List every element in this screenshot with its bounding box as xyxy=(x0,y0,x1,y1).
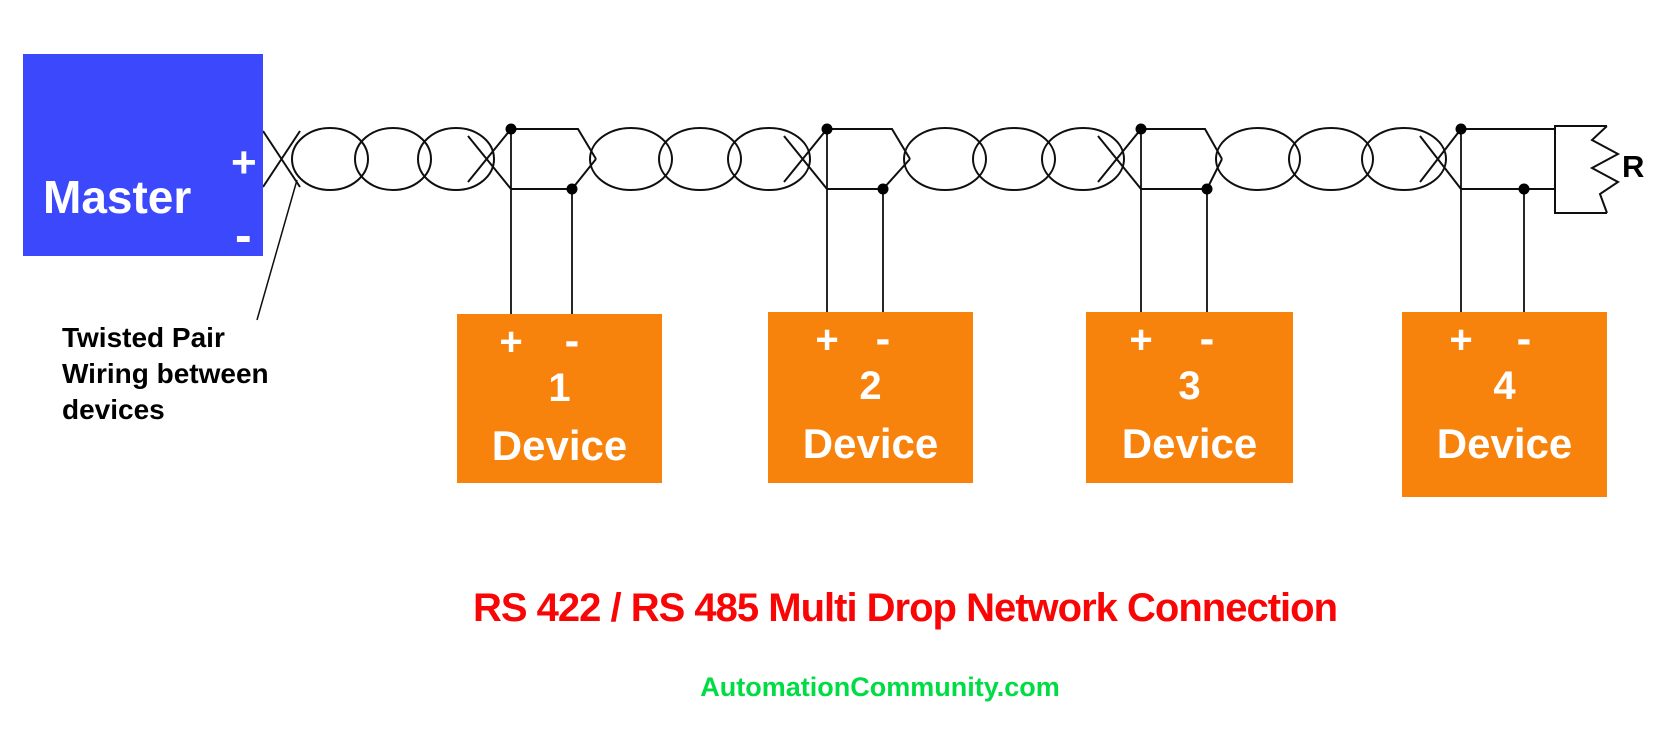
device-3-plus-terminal: + xyxy=(1129,318,1153,362)
device-2-number: 2 xyxy=(859,364,882,408)
device-3-minus-terminal: - xyxy=(1199,314,1215,363)
device-node-3: + - 3 Device xyxy=(1086,312,1293,483)
device-3-number: 3 xyxy=(1178,364,1201,408)
device-node-2: + - 2 Device xyxy=(768,312,973,483)
device-3-label: Device xyxy=(1121,420,1258,467)
twisted-pair-wire xyxy=(262,127,1555,191)
device-2-plus-terminal: + xyxy=(815,318,839,362)
device-2-label: Device xyxy=(802,420,939,467)
master-label: Master xyxy=(43,171,192,223)
device-1-minus-terminal: - xyxy=(564,316,580,365)
device-1-number: 1 xyxy=(548,366,571,410)
device-node-4: + - 4 Device xyxy=(1402,312,1607,497)
annotation-pointer-line xyxy=(256,179,298,321)
device-4-plus-terminal: + xyxy=(1449,318,1473,362)
diagram-title: RS 422 / RS 485 Multi Drop Network Conne… xyxy=(472,586,1338,630)
termination-resistor-label: R xyxy=(1622,149,1645,184)
device-4-label: Device xyxy=(1436,420,1573,467)
junction-dots xyxy=(505,123,1530,195)
site-credit: AutomationCommunity.com xyxy=(700,672,1060,702)
device-node-1: + - 1 Device xyxy=(457,314,662,483)
master-plus-terminal: + xyxy=(231,138,257,187)
device-2-minus-terminal: - xyxy=(875,314,891,363)
device-drop-lines xyxy=(510,129,1525,314)
termination-resistor-symbol xyxy=(1554,125,1621,214)
master-minus-terminal: - xyxy=(235,207,252,263)
device-4-number: 4 xyxy=(1493,364,1516,408)
twisted-pair-annotation: Twisted Pair Wiring between devices xyxy=(62,322,269,425)
master-node: Master + - xyxy=(23,54,263,263)
device-1-label: Device xyxy=(491,422,628,469)
device-4-minus-terminal: - xyxy=(1516,314,1532,363)
device-1-plus-terminal: + xyxy=(499,320,523,364)
